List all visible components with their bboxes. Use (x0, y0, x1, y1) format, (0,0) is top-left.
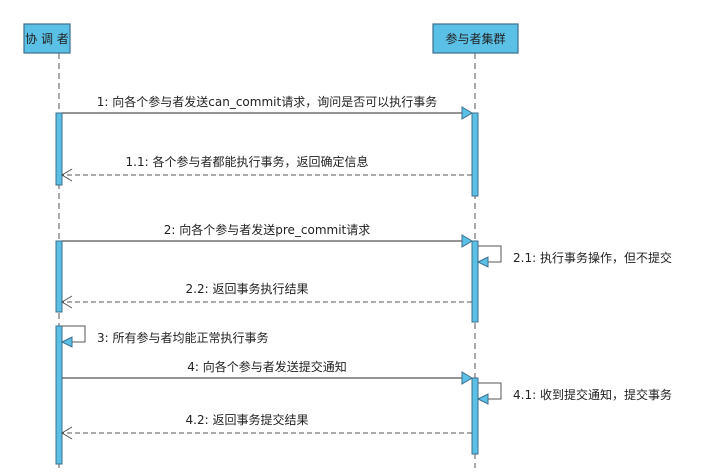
open-arrowhead-icon (61, 426, 73, 440)
message-label: 2.1: 执行事务操作，但不提交 (513, 250, 672, 265)
message-label: 2.2: 返回事务执行结果 (186, 281, 309, 296)
arrowhead-icon (476, 256, 489, 268)
message-label: 4.1: 收到提交通知，提交事务 (513, 387, 672, 402)
participant-box-cluster (432, 23, 519, 54)
arrowhead-icon (461, 234, 473, 248)
arrowhead-icon (461, 371, 473, 385)
message-label: 1: 向各个参与者发送can_commit请求，询问是否可以执行事务 (97, 94, 437, 109)
self-message-line (478, 245, 502, 263)
message-label: 2: 向各个参与者发送pre_commit请求 (164, 222, 371, 237)
activation-bar (471, 240, 479, 323)
arrowhead-icon (476, 393, 489, 405)
activation-bar (471, 377, 479, 455)
message-4: 2.1: 执行事务操作，但不提交 (476, 245, 672, 268)
message-8: 4.1: 收到提交通知，提交事务 (476, 382, 672, 405)
open-arrowhead-icon (61, 168, 73, 182)
arrowhead-icon (461, 106, 473, 120)
message-7: 4: 向各个参与者发送提交通知 (62, 359, 473, 385)
message-6: 3: 所有参与者均能正常执行事务 (60, 325, 269, 348)
activation-bar (471, 112, 479, 197)
message-3: 2: 向各个参与者发送pre_commit请求 (62, 222, 473, 248)
open-arrowhead-icon (61, 295, 73, 309)
arrowhead-icon (60, 336, 73, 348)
activation-bar (55, 325, 63, 465)
participant-label-coordinator: 协 调 者 (25, 31, 69, 46)
self-message-line (478, 382, 502, 400)
activation-bar (55, 240, 63, 313)
message-label: 4.2: 返回事务提交结果 (186, 412, 309, 427)
message-label: 1.1: 各个参与者都能执行事务，返回确定信息 (126, 154, 369, 169)
message-2: 1.1: 各个参与者都能执行事务，返回确定信息 (61, 154, 472, 182)
message-1: 1: 向各个参与者发送can_commit请求，询问是否可以执行事务 (62, 94, 473, 120)
self-message-line (62, 325, 86, 343)
message-label: 4: 向各个参与者发送提交通知 (187, 359, 347, 374)
message-9: 4.2: 返回事务提交结果 (61, 412, 472, 440)
participant-box-coordinator (23, 23, 71, 54)
participant-label-cluster: 参与者集群 (445, 31, 505, 46)
message-label: 3: 所有参与者均能正常执行事务 (97, 330, 269, 345)
activation-bar (55, 112, 63, 186)
message-5: 2.2: 返回事务执行结果 (61, 281, 472, 309)
